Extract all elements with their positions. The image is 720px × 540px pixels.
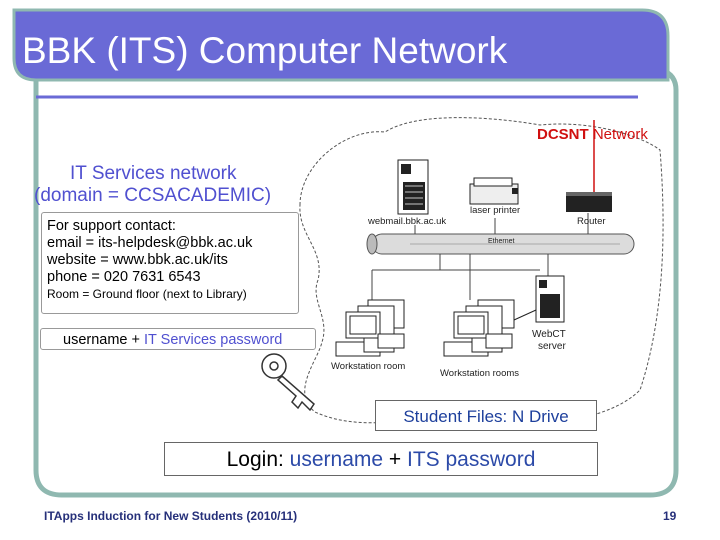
ethernet-backbone xyxy=(366,233,635,255)
dcsnt-cloud-boundary xyxy=(299,117,664,426)
workstation-rooms-label: Workstation rooms xyxy=(440,368,520,379)
key-icon xyxy=(261,353,315,412)
support-room: Room = Ground floor (next to Library) xyxy=(47,287,247,301)
login-colon: : xyxy=(278,448,290,471)
login-username: username xyxy=(289,448,384,471)
it-services-heading: IT Services network (domain = CCSACADEMI… xyxy=(34,163,271,207)
credentials-username: username + xyxy=(63,332,145,348)
dcsnt-label-part2: Network xyxy=(588,126,648,143)
it-services-line1: IT Services network xyxy=(70,163,237,184)
login-password: ITS password xyxy=(407,448,536,471)
support-email: email = its-helpdesk@bbk.ac.uk xyxy=(47,235,253,251)
slide-footer: ITApps Induction for New Students (2010/… xyxy=(44,509,298,523)
webmail-label: webmail.bbk.ac.uk xyxy=(368,216,447,227)
dcsnt-label-part1: DCSNT xyxy=(537,126,589,143)
workstation-room-1-icon xyxy=(335,299,405,357)
student-files-box: Student Files: N Drive xyxy=(375,400,597,431)
workstation-room-2-icon xyxy=(443,299,537,357)
webct-server-label: server xyxy=(538,341,566,352)
login-plus: + xyxy=(383,448,407,471)
frame-border xyxy=(33,67,679,498)
router-icon xyxy=(566,192,612,212)
title-bar xyxy=(12,8,670,82)
dcsnt-network-label: DCSNT Network xyxy=(537,126,648,143)
credentials-password: IT Services password xyxy=(144,332,283,348)
workstation-room-label: Workstation room xyxy=(331,361,406,372)
support-phone: phone = 020 7631 6543 xyxy=(47,269,201,285)
laser-printer-icon xyxy=(469,177,519,205)
laser-printer-label: laser printer xyxy=(470,205,521,216)
login-box: Login: username + ITS password xyxy=(164,442,598,476)
page-number: 19 xyxy=(663,509,677,523)
ethernet-label: Ethernet xyxy=(488,238,515,245)
login-prefix: Login xyxy=(226,448,278,471)
webmail-server-icon xyxy=(397,159,429,215)
slide-title: BBK (ITS) Computer Network xyxy=(22,30,508,71)
support-heading: For support contact: xyxy=(47,218,176,234)
webct-server-icon xyxy=(535,275,565,323)
support-website: website = www.bbk.ac.uk/its xyxy=(47,252,228,268)
it-services-line2: (domain = CCSACADEMIC) xyxy=(34,185,272,206)
router-label: Router xyxy=(577,216,606,227)
support-contact-box: For support contact: email = its-helpdes… xyxy=(41,212,299,314)
webct-label: WebCT xyxy=(532,329,566,340)
drop-lines xyxy=(371,213,589,300)
credentials-box: username + IT Services password xyxy=(40,328,316,350)
